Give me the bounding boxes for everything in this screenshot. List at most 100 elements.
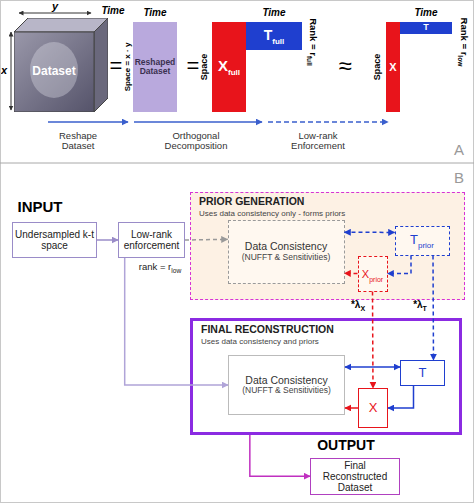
- node-subscript: full: [228, 68, 240, 77]
- temporal-box: T: [400, 360, 445, 386]
- cube-face: [94, 18, 108, 112]
- node-label: (NUFFT & Sensitivities): [242, 386, 331, 395]
- text-label: =: [187, 53, 200, 78]
- node-label: Final Reconstructed Dataset: [311, 460, 399, 493]
- connector-arrow: [388, 256, 412, 274]
- cube-text: Dataset: [14, 32, 94, 112]
- text-label: Space: [199, 54, 209, 81]
- stage-arrow: [268, 121, 388, 123]
- text-label: A: [454, 141, 464, 158]
- label-group: ≈: [338, 53, 351, 79]
- stage-arrow: [48, 121, 128, 123]
- input-box: Undersampled k-t space: [12, 222, 97, 258]
- connector-arrow: [97, 239, 118, 241]
- group-heading: PRIOR GENERATION: [199, 196, 304, 208]
- stage-group: PRIOR GENERATION Uses data consistency on…: [190, 192, 465, 300]
- connector-arrow: [125, 258, 228, 385]
- connector-arrow: [250, 435, 310, 476]
- connector-arrow: [345, 232, 395, 234]
- group-subtitle: Uses data consistency and priors: [201, 338, 319, 347]
- text-label: =: [110, 53, 123, 78]
- label-group: y: [52, 0, 58, 12]
- label-group: *λX: [351, 299, 365, 313]
- text-label: rank = r: [139, 261, 171, 272]
- spatial-box: X: [358, 388, 388, 428]
- stage-arrow: [134, 121, 262, 123]
- node-label: Dataset: [32, 65, 75, 78]
- cube-face: [14, 32, 94, 112]
- text-row: Tprior: [410, 230, 434, 251]
- label-group: Rank = rfull: [306, 18, 318, 66]
- text-label: Low-rank Enforcement: [291, 130, 345, 151]
- label-group: Orthogonal Decomposition: [151, 131, 241, 152]
- group-heading: FINAL RECONSTRUCTION: [201, 324, 334, 336]
- subscript-label: full: [306, 56, 313, 66]
- subscript-label: low: [171, 267, 181, 274]
- node-subscript: prior: [369, 276, 383, 283]
- text-label: Time: [414, 7, 437, 18]
- node-label: X: [218, 57, 228, 74]
- label-group: Time: [414, 7, 437, 18]
- label-group: x: [1, 64, 7, 76]
- label-group: A: [454, 142, 464, 159]
- label-group: Time: [143, 7, 166, 18]
- text-label: y: [52, 0, 58, 12]
- node-label: X: [389, 61, 396, 73]
- label-group: Space: [373, 54, 383, 81]
- prior-box: Tprior: [395, 226, 450, 256]
- text-label: Space: [372, 54, 382, 81]
- connector-arrow: [345, 407, 358, 409]
- temporal-matrix: Tfull: [246, 22, 302, 50]
- brain-image: [30, 42, 78, 98]
- connector-arrow: [432, 256, 434, 361]
- subscript-label: T: [423, 305, 427, 312]
- text-label: Space = x · y: [123, 43, 132, 92]
- text-label: B: [454, 169, 464, 186]
- connector-arrow: [372, 292, 374, 389]
- text-label: Rank = r: [459, 18, 470, 56]
- text-row: Tfull: [264, 26, 285, 47]
- group-subtitle: Uses data consistency only - forms prior…: [199, 210, 345, 219]
- text-label: *λ: [413, 299, 422, 310]
- node-label: Low-rank enforcement: [119, 229, 184, 251]
- node-label: Data Consistency: [245, 241, 327, 253]
- spatial-matrix: Xfull: [212, 22, 246, 112]
- node-subscript: full: [272, 37, 284, 46]
- text-row: Xfull: [218, 57, 240, 78]
- node-label: Data Consistency: [245, 375, 327, 387]
- label-group: *λT: [413, 299, 427, 313]
- connector-arrow: [345, 273, 358, 275]
- axis-arrow: [11, 32, 12, 110]
- process-box: Data Consistency(NUFFT & Sensitivities): [228, 355, 345, 415]
- node-label: Reshaped Dataset: [133, 58, 177, 77]
- spatial-matrix: X: [386, 22, 400, 112]
- prior-box: Xprior: [358, 256, 388, 292]
- text-label: Reshape Dataset: [59, 130, 97, 151]
- node-subscript: prior: [418, 241, 434, 250]
- node-label: (NUFFT & Sensitivities): [242, 253, 331, 262]
- text-label: Time: [143, 7, 166, 18]
- connector-arrow: [388, 386, 414, 408]
- temporal-matrix: T: [400, 22, 452, 34]
- connector-arrow: [345, 366, 400, 368]
- text-label: x: [1, 64, 7, 76]
- label-group: Low-rank Enforcement: [273, 131, 363, 152]
- process-box: Data Consistency(NUFFT & Sensitivities): [228, 220, 345, 284]
- text-label: Time: [101, 5, 124, 16]
- node-label: Undersampled k-t space: [13, 229, 96, 251]
- label-group: =: [110, 54, 123, 78]
- panel-separator: [0, 163, 474, 164]
- label-group: rank = rlow: [139, 262, 181, 274]
- text-label: Rank = r: [308, 18, 319, 56]
- node-label: T: [410, 232, 418, 247]
- label-group: Space = x · y: [124, 43, 133, 92]
- output-box: Final Reconstructed Dataset: [310, 458, 400, 495]
- process-box: Low-rank enforcement: [118, 222, 185, 258]
- text-row: Xprior: [362, 264, 383, 284]
- subscript-label: X: [360, 305, 365, 312]
- text-label: Time: [262, 7, 285, 18]
- label-group: Time: [101, 5, 124, 16]
- dataset-cube: Dataset: [14, 18, 108, 112]
- node-label: T: [423, 23, 429, 33]
